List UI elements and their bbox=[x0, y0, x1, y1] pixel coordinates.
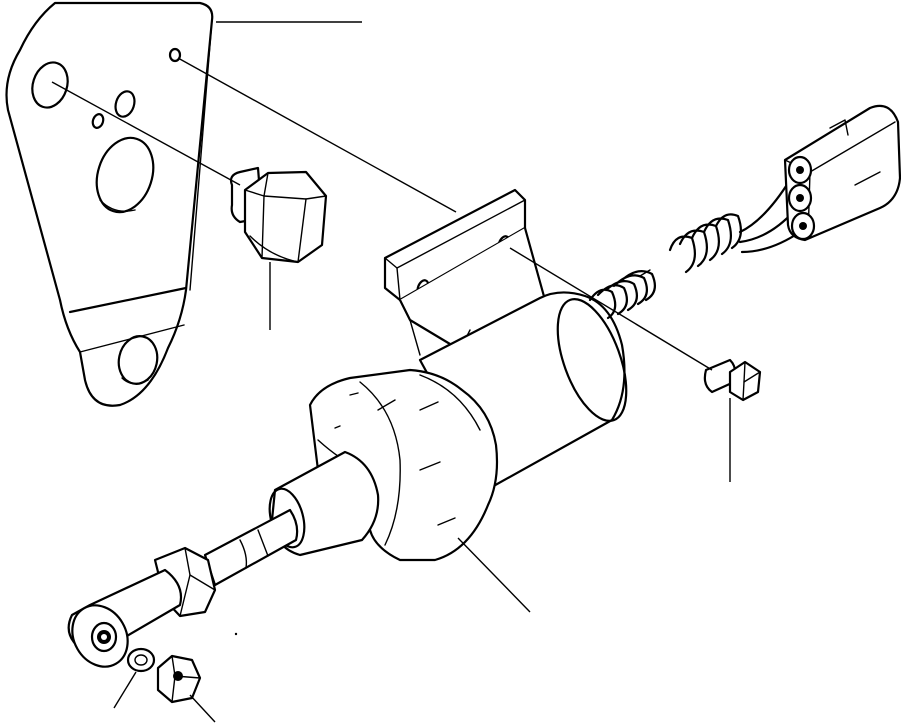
hex-nut bbox=[156, 654, 202, 704]
solenoid-plunger bbox=[203, 450, 380, 587]
washer bbox=[126, 647, 156, 673]
stray-dot bbox=[234, 632, 238, 636]
leader-solenoid bbox=[457, 537, 531, 613]
small-screw bbox=[703, 358, 762, 402]
leader-lines bbox=[113, 21, 731, 723]
assembly-centerlines bbox=[51, 57, 713, 371]
leader-nut bbox=[189, 694, 216, 723]
hex-bolt bbox=[229, 166, 328, 264]
connector bbox=[738, 104, 901, 254]
mounting-bracket bbox=[5, 1, 214, 407]
leader-washer bbox=[113, 671, 137, 709]
rod-end bbox=[67, 546, 217, 668]
return-spring bbox=[588, 213, 743, 320]
